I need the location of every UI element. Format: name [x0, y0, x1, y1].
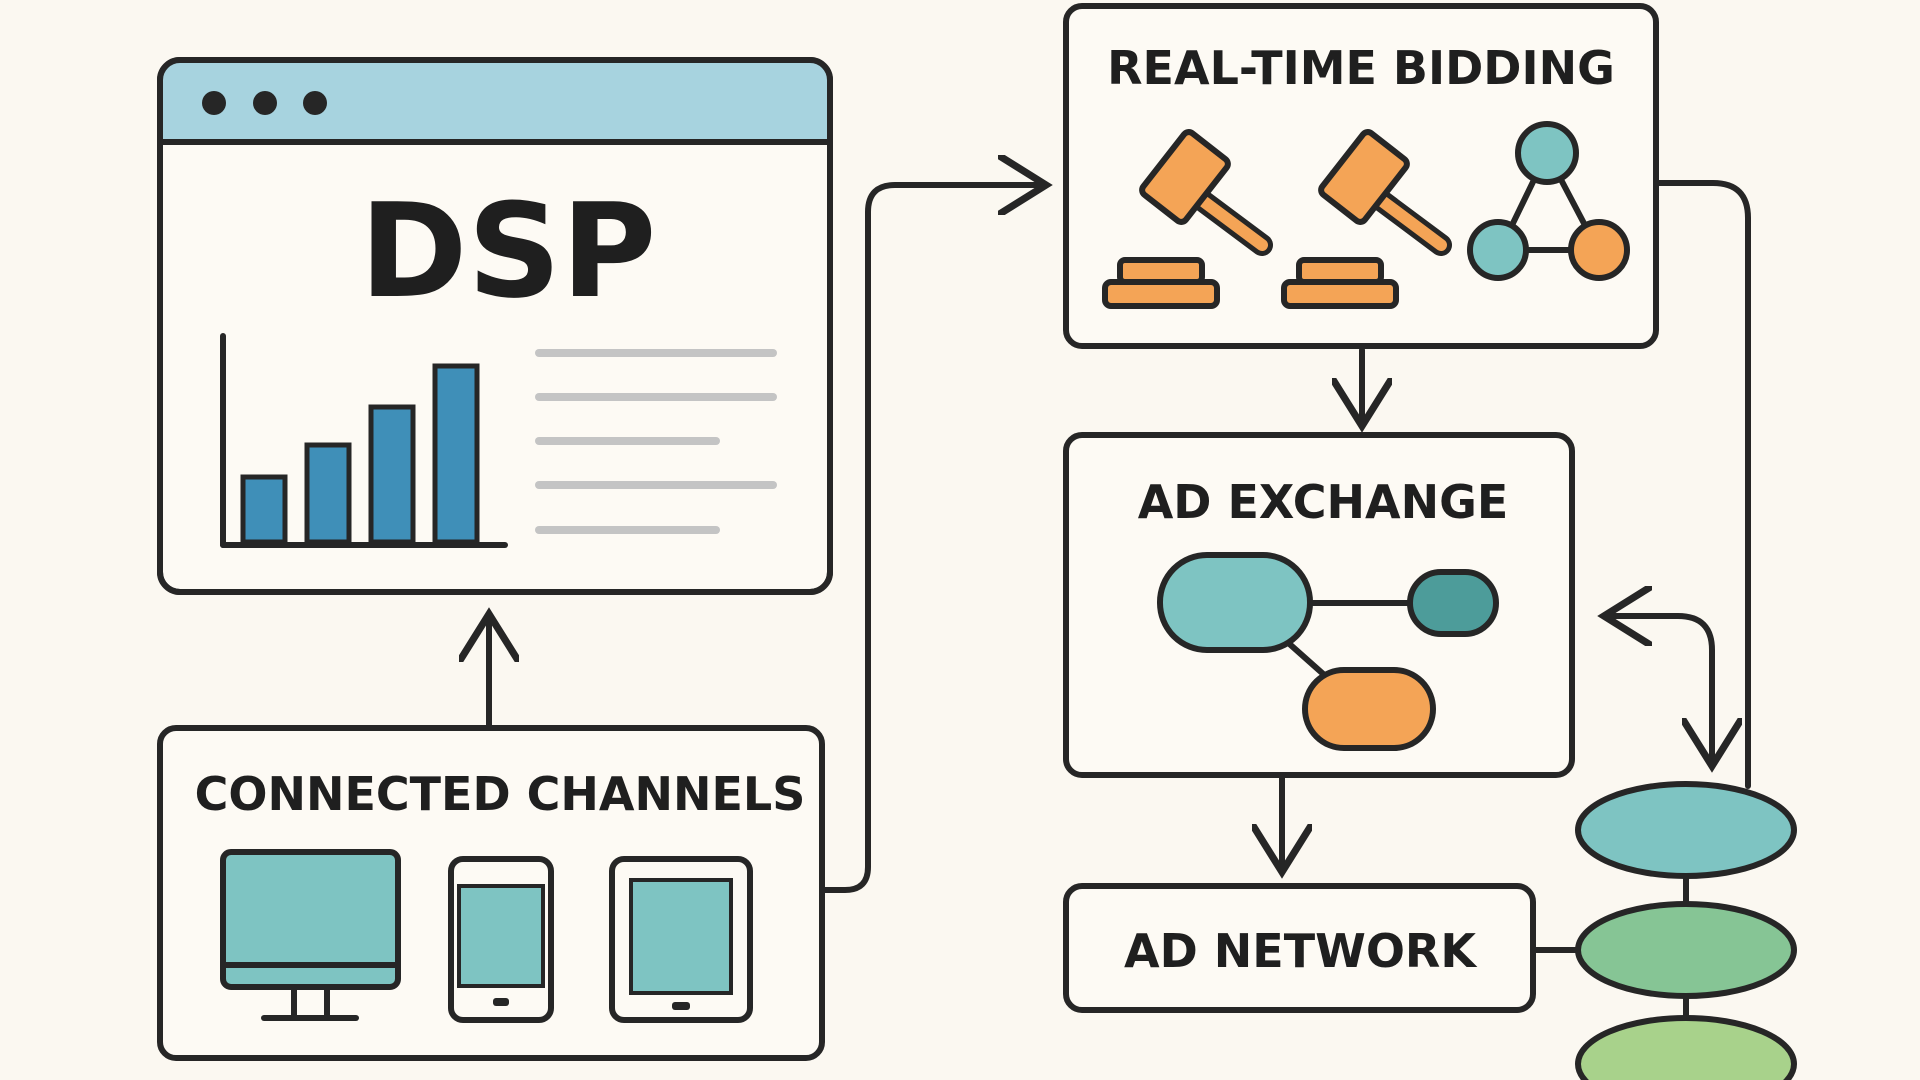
dsp-panel: DSP [157, 57, 833, 595]
flow-node-icon [1157, 552, 1499, 751]
rtb-to-database-line [1653, 180, 1751, 789]
connectors [489, 180, 1751, 953]
text-lines-placeholder [535, 349, 777, 534]
ad-exchange-panel: AD EXCHANGE [1063, 432, 1575, 778]
ad-exchange-title: AD EXCHANGE [1138, 475, 1509, 529]
monitor-icon [220, 849, 401, 1021]
exchange-database-arrow-in [1610, 616, 1715, 758]
bar-chart-icon [220, 333, 508, 548]
gavel-icon [1102, 129, 1273, 309]
network-graph-icon [1467, 121, 1630, 281]
gavel-icon [1281, 129, 1452, 309]
browser-window-icon [202, 91, 327, 115]
rtb-title: REAL-TIME BIDDING [1107, 41, 1615, 95]
channels-to-rtb-arrow [819, 185, 1040, 893]
database-stack-icon [1575, 781, 1797, 1080]
tablet-icon [609, 856, 753, 1023]
ad-network-title: AD NETWORK [1124, 924, 1478, 978]
connected-channels-title: CONNECTED CHANNELS [195, 767, 806, 821]
connected-channels-panel: CONNECTED CHANNELS [157, 725, 825, 1061]
dsp-title: DSP [360, 175, 657, 327]
browser-title-bar [160, 60, 830, 142]
phone-icon [448, 856, 554, 1023]
ad-network-panel: AD NETWORK [1063, 883, 1536, 1013]
rtb-panel: REAL-TIME BIDDING [1063, 3, 1659, 349]
